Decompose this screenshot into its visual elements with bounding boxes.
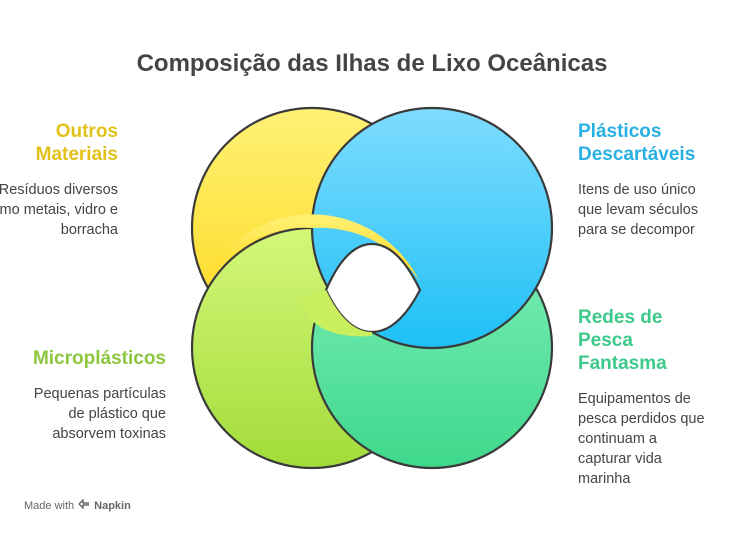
segment-outros-materiais: Outros Materiais Resíduos diversos como … [0, 120, 118, 240]
heading-line: Microplásticos [32, 348, 166, 369]
segment-plasticos-descartaveis: Plásticos Descartáveis Itens de uso únic… [578, 120, 738, 240]
heading-line: Redes de [578, 307, 663, 328]
description-line: marinha [578, 471, 631, 487]
segment-description: Itens de uso único que levam séculos par… [578, 180, 738, 240]
description-line: Itens de uso único [578, 182, 696, 198]
heading-line: Pesca [578, 330, 633, 351]
segment-microplasticos: Microplásticos Pequenas partículas de pl… [0, 347, 166, 444]
heading-line: Plásticos [578, 121, 662, 142]
segment-heading: Outros Materiais [0, 120, 118, 166]
segment-heading: Microplásticos [0, 347, 166, 370]
description-line: de plástico que [68, 406, 166, 422]
description-line: pesca perdidos que [578, 411, 705, 427]
segment-heading: Plásticos Descartáveis [578, 120, 738, 166]
description-line: Resíduos diversos [0, 182, 118, 198]
segment-description: Equipamentos de pesca perdidos que conti… [578, 389, 738, 489]
segment-description: Resíduos diversos como metais, vidro e b… [0, 180, 118, 240]
description-line: capturar vida [578, 451, 662, 467]
segment-redes-de-pesca-fantasma: Redes de Pesca Fantasma Equipamentos de … [578, 306, 738, 489]
description-line: absorvem toxinas [52, 426, 166, 442]
description-line: Pequenas partículas [33, 386, 166, 402]
heading-line: Outros [55, 121, 118, 142]
description-line: como metais, vidro e [0, 202, 118, 218]
made-with-label: Made with [24, 499, 75, 512]
diagram-title: Composição das Ilhas de Lixo Oceânicas [136, 50, 608, 77]
heading-line: Descartáveis [578, 144, 696, 165]
segment-description: Pequenas partículas de plástico que abso… [0, 384, 166, 444]
yellow-overlap-patch [204, 214, 420, 282]
heading-line: Materiais [35, 144, 118, 165]
segment-heading: Redes de Pesca Fantasma [578, 306, 688, 375]
description-line: Equipamentos de [578, 391, 691, 407]
description-line: que levam séculos [578, 202, 699, 218]
napkin-logo-icon [78, 498, 90, 512]
description-line: para se decompor [578, 222, 695, 238]
lime-band-over-green [300, 290, 372, 337]
description-line: continuam a [578, 431, 657, 447]
napkin-brand-label: Napkin [94, 499, 131, 512]
heading-line: Fantasma [578, 353, 667, 374]
made-with-napkin-footer[interactable]: Made with Napkin [24, 498, 131, 512]
description-line: borracha [60, 222, 118, 238]
